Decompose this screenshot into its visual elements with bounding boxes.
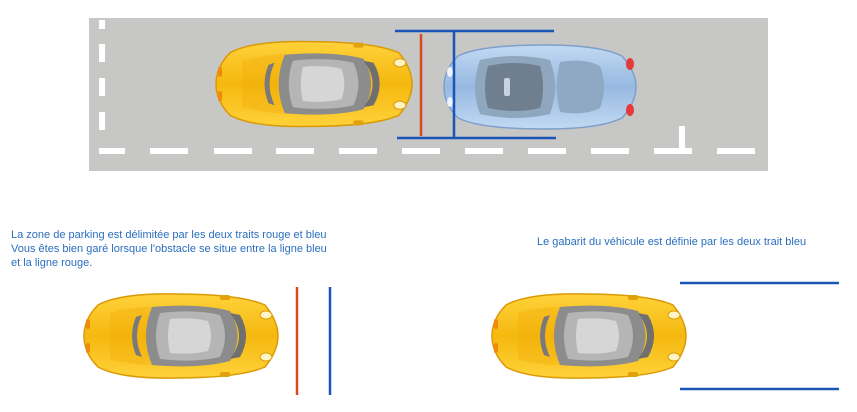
parking-zone-lines-top — [395, 29, 556, 140]
yellow-car-icon — [215, 40, 413, 128]
parking-zone-lines — [295, 287, 332, 395]
parking-zone-caption-line-2: Vous êtes bien garé lorsque l'obstacle s… — [11, 243, 327, 255]
yellow-car-icon — [83, 293, 279, 379]
road-markings — [99, 20, 755, 154]
yellow-car-icon — [491, 293, 687, 379]
vehicle-gauge-lines — [680, 281, 839, 391]
road — [89, 18, 768, 171]
vehicle-gauge-caption: Le gabarit du véhicule est définie par l… — [537, 236, 807, 248]
parking-zone-caption-line-3: et la ligne rouge. — [11, 257, 93, 269]
blue-car-icon — [443, 44, 637, 130]
parking-zone-caption-line-1: La zone de parking est délimitée par les… — [11, 229, 327, 241]
